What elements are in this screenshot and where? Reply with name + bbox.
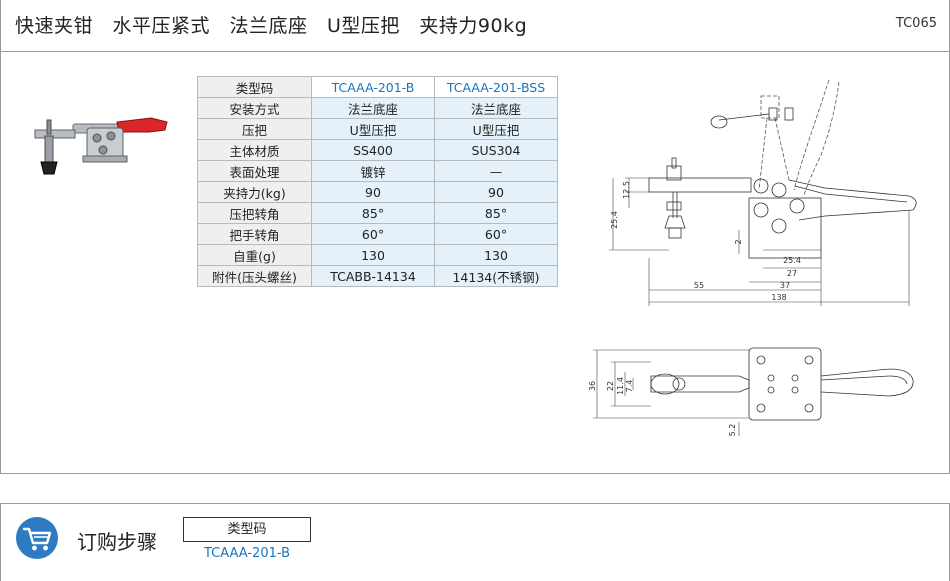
spec-value-b: 130: [434, 244, 558, 266]
spec-row: 表面处理镀锌—: [197, 160, 558, 182]
spec-value-a: SS400: [311, 139, 435, 161]
dim-7-4: 7.4: [625, 380, 634, 393]
type-code-label: 类型码: [183, 517, 311, 542]
spec-label: 类型码: [197, 76, 312, 98]
spec-value-b: 14134(不锈钢): [434, 265, 558, 287]
top-view-drawing: 36 22 11.4 7.4 5.2: [589, 347, 914, 437]
side-view-drawing: 12.5 25.4 2 25.4 27 37 55 138: [609, 79, 917, 306]
order-steps-panel: 订购步骤 类型码 TCAAA-201-B: [0, 503, 950, 581]
spec-value-b: SUS304: [434, 139, 558, 161]
spec-value-b: 85°: [434, 202, 558, 224]
dim-36: 36: [589, 381, 597, 391]
page-title: 快速夹钳 水平压紧式 法兰底座 U型压把 夹持力90kg: [15, 15, 528, 37]
spec-label: 把手转角: [197, 223, 312, 245]
spec-label: 压把: [197, 118, 312, 140]
spec-value-a: 60°: [311, 223, 435, 245]
spec-value-b: 60°: [434, 223, 558, 245]
spec-value-a: U型压把: [311, 118, 435, 140]
dim-25-4-h: 25.4: [783, 256, 801, 265]
spec-label: 主体材质: [197, 139, 312, 161]
dim-55: 55: [694, 281, 704, 290]
dim-2: 2: [734, 239, 743, 244]
spec-label: 夹持力(kg): [197, 181, 312, 203]
product-code: TC065: [895, 16, 937, 31]
order-title: 订购步骤: [77, 530, 157, 554]
spec-value-a: 85°: [311, 202, 435, 224]
spec-value-b: 法兰底座: [434, 97, 558, 119]
dim-11-4: 11.4: [616, 377, 625, 395]
spec-value-a: TCABB-14134: [311, 265, 435, 287]
product-photo: [34, 117, 168, 175]
spec-value-a: 法兰底座: [311, 97, 435, 119]
spec-value-b: —: [434, 160, 558, 182]
dim-5-2: 5.2: [728, 424, 737, 437]
spec-value-b[interactable]: TCAAA-201-BSS: [434, 76, 558, 98]
spec-value-a: 镀锌: [311, 160, 435, 182]
spec-label: 安装方式: [197, 97, 312, 119]
dim-27: 27: [787, 269, 797, 278]
spec-value-b: U型压把: [434, 118, 558, 140]
spec-label: 压把转角: [197, 202, 312, 224]
dim-37: 37: [780, 281, 790, 290]
title-bar: 快速夹钳 水平压紧式 法兰底座 U型压把 夹持力90kg TC065: [1, 0, 950, 52]
dim-138: 138: [771, 293, 786, 302]
spec-label: 表面处理: [197, 160, 312, 182]
type-code-value[interactable]: TCAAA-201-B: [203, 546, 291, 561]
dim-25-4-v: 25.4: [610, 211, 619, 229]
shopping-cart-icon: [16, 517, 58, 559]
spec-value-a: 90: [311, 181, 435, 203]
spec-value-a: 130: [311, 244, 435, 266]
dim-22: 22: [606, 381, 615, 391]
dim-12-5: 12.5: [622, 181, 631, 199]
spec-label: 自重(g): [197, 244, 312, 266]
spec-row: 安装方式法兰底座法兰底座: [197, 97, 558, 119]
spec-label: 附件(压头螺丝): [197, 265, 312, 287]
spec-value-b: 90: [434, 181, 558, 203]
spec-value-a[interactable]: TCAAA-201-B: [311, 76, 435, 98]
